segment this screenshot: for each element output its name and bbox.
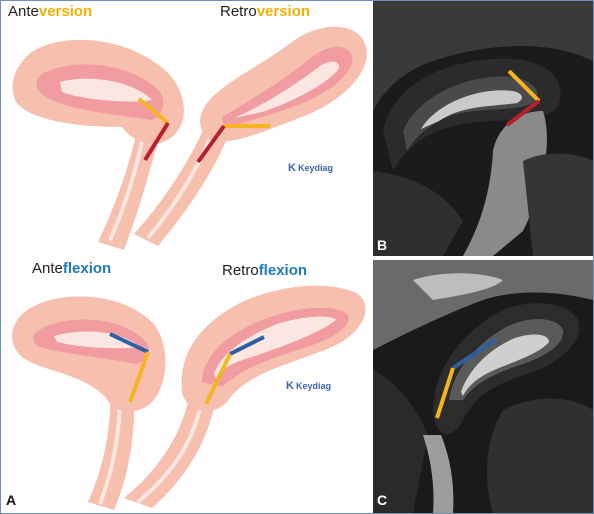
keydiag-logo-icon: K <box>286 380 294 392</box>
title-anteversion-emphasis: version <box>38 3 93 20</box>
title-anteflexion-emphasis: flexion <box>62 260 112 277</box>
retroflexion-cervix-axis <box>204 353 232 405</box>
retroversion-cavity <box>234 61 339 118</box>
panel-c-mri: C <box>373 260 593 513</box>
mri-c-fundus-axis <box>451 338 497 370</box>
mri-image-b <box>373 1 593 256</box>
title-retroversion: Retroversion <box>220 3 310 20</box>
mri-c-cervix-axis <box>435 367 455 419</box>
title-anteflexion: Anteflexion <box>32 260 111 277</box>
panel-letter-b: B <box>377 237 388 253</box>
uterus-illustrations <box>12 26 367 510</box>
anteflexion-cavity <box>54 331 140 349</box>
title-anteversion-prefix: Ante <box>8 3 39 20</box>
title-retroversion-prefix: Retro <box>220 3 257 20</box>
keydiag-logo-icon: K <box>288 162 296 174</box>
keydiag-logo-text: Keydiag <box>297 163 333 173</box>
anteversion-vagina-lumen <box>108 131 146 241</box>
retroflexion-cavity <box>214 316 336 378</box>
panel-b-mri: B <box>373 1 593 256</box>
title-anteversion: Anteversion <box>8 3 92 20</box>
panel-separator-horizontal <box>373 256 593 260</box>
title-retroflexion-prefix: Retro <box>222 262 259 279</box>
keydiag-logo-text: Keydiag <box>295 381 331 391</box>
title-retroflexion-emphasis: flexion <box>258 262 308 279</box>
anteflexion-fundus-axis <box>109 332 149 354</box>
retroflexion-uterus <box>124 285 366 508</box>
retroflexion-vagina <box>124 394 216 508</box>
title-anteflexion-prefix: Ante <box>32 260 63 277</box>
panel-a-diagram: Anteversion Retroversion Anteflexion Ret… <box>2 2 370 512</box>
panel-letter-c: C <box>377 492 388 508</box>
retroflexion-fundus-axis <box>229 335 265 356</box>
anteflexion-vagina <box>88 380 135 510</box>
anteversion-cavity <box>60 78 152 102</box>
panel-letter-a: A <box>6 492 17 508</box>
retroversion-cervix-axis <box>196 124 226 164</box>
anteflexion-cervix-axis <box>128 351 150 403</box>
mri-b-fundus-axis <box>507 69 541 103</box>
mri-image-c <box>373 260 593 513</box>
anteversion-cervix-axis <box>143 121 170 162</box>
title-retroflexion: Retroflexion <box>222 262 307 279</box>
retroflexion-vagina-lumen <box>136 407 202 504</box>
retroversion-uterus <box>134 26 367 246</box>
anteversion-fundus-axis <box>137 97 170 125</box>
panel-separator-vertical <box>370 1 373 513</box>
anteflexion-uterus <box>12 296 166 510</box>
title-retroversion-emphasis: version <box>256 3 311 20</box>
mri-b-cervix-axis <box>505 99 541 127</box>
anteversion-uterus <box>12 39 184 250</box>
